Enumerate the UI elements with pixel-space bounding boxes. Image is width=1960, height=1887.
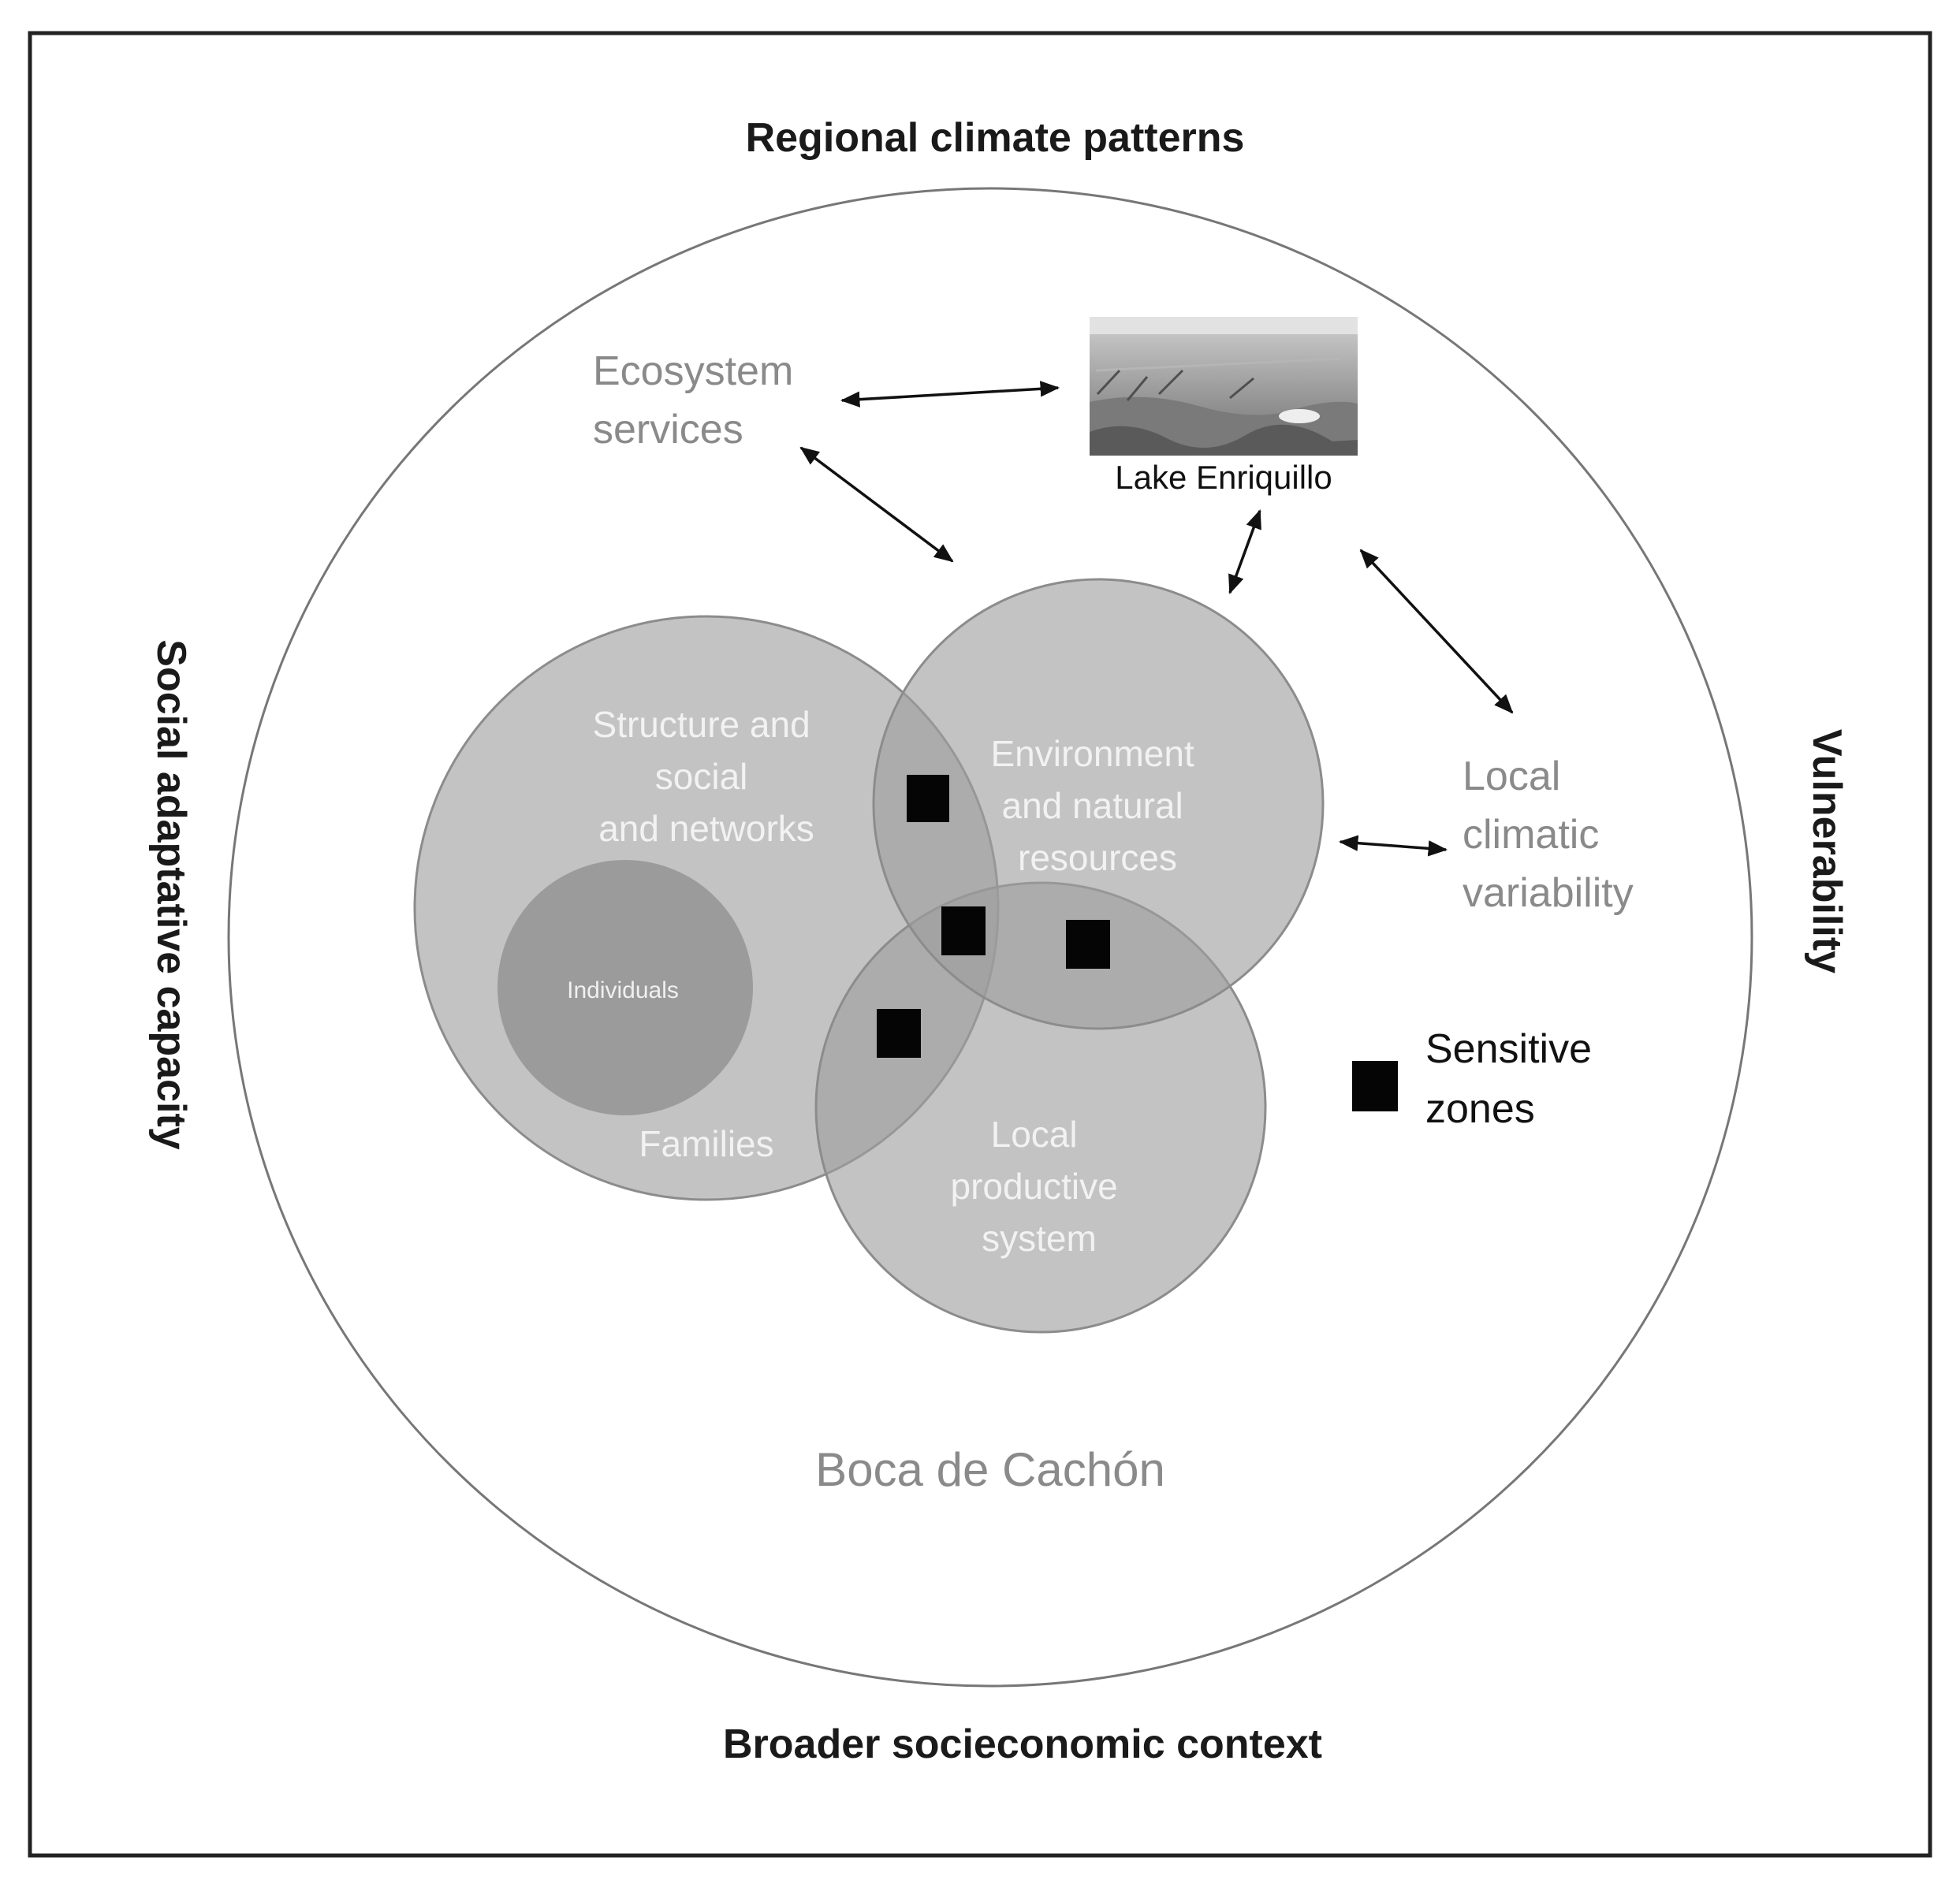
sensitive-zone-marker [941,906,986,955]
sensitive-zone-marker [1066,920,1110,969]
label-vulnerability: Vulnerability [1804,729,1850,973]
label-families: Families [639,1123,773,1164]
label-local-climatic-variability: Local climatic variability [1463,754,1634,916]
legend-label: Sensitive zones [1425,1026,1603,1132]
figure-frame [28,31,1932,1858]
label-individuals: Individuals [567,977,679,1003]
sensitive-zone-marker [877,1009,921,1058]
arrow-environment-local-climate [1338,835,1448,857]
arrow-ecosystem-lake [840,381,1060,408]
system-boundary-circle [227,187,1753,1688]
label-productive-system: Local productive system [950,1114,1127,1259]
arrow-lake-environment [1228,509,1261,594]
arrow-ecosystem-environment [799,446,954,563]
sensitive-zone-marker [907,775,949,822]
label-social-adaptative-capacity: Social adaptative capacity [148,639,194,1149]
circle-individuals [497,860,753,1115]
label-structure: Structure and social and networks [593,704,821,849]
label-environment: Environment and natural resources [990,733,1204,878]
label-lake-enriquillo: Lake Enriquillo [1115,459,1332,496]
lake-enriquillo-photo [1090,317,1358,456]
label-regional-climate: Regional climate patterns [746,115,1245,161]
legend-swatch [1352,1061,1398,1111]
circle-environment-natural-resources [872,578,1325,1030]
arrow-lake-local-climate [1359,549,1514,714]
label-boca-de-cachon: Boca de Cachón [815,1443,1165,1496]
label-broader-context: Broader socieconomic context [723,1721,1322,1767]
label-ecosystem-services: Ecosystem services [593,348,805,452]
